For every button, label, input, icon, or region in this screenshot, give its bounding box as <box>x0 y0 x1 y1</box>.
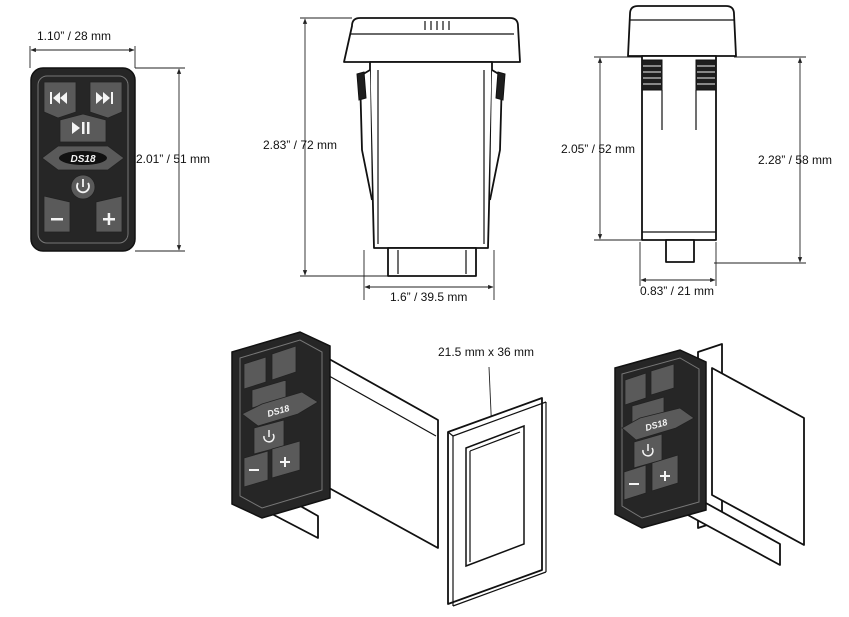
power-icon <box>76 179 90 194</box>
iso-right-minus-icon <box>629 483 639 485</box>
front-width-label: 1.10” / 28 mm <box>37 29 111 43</box>
minus-icon <box>51 218 63 221</box>
skip-forward-icon <box>96 92 113 104</box>
play-pause-icon <box>72 122 90 134</box>
plus-icon <box>103 213 115 225</box>
iso-left-plus-icon <box>280 457 290 467</box>
side-view: 2.83” / 72 mm 1.6” / 39.5 mm <box>263 17 521 304</box>
panel-cutout: 21.5 mm x 36 mm <box>438 345 547 607</box>
isometric-view-left: DS18 <box>231 331 439 549</box>
cutout-size-label: 21.5 mm x 36 mm <box>438 345 534 359</box>
iso-left-minus-icon <box>249 469 259 471</box>
side-height-label: 2.83” / 72 mm <box>263 138 337 152</box>
side-width-label: 1.6” / 39.5 mm <box>390 290 467 304</box>
iso-left-power-icon <box>263 430 275 443</box>
iso-right-power-icon <box>642 444 654 457</box>
skip-back-icon <box>50 92 67 104</box>
isometric-view-right-mounted: DS18 <box>614 343 805 566</box>
front-logo-text: DS18 <box>70 154 95 165</box>
front-view: 1.10” / 28 mm 2.01” / 51 mm <box>29 29 210 252</box>
profile-depth-label: 0.83” / 21 mm <box>640 284 714 298</box>
cutout-opening <box>465 424 525 568</box>
profile-clip-height-label: 2.05” / 52 mm <box>561 142 635 156</box>
ds18-logo: DS18 <box>59 151 107 165</box>
profile-total-height-label: 2.28” / 58 mm <box>758 153 832 167</box>
front-height-label: 2.01” / 51 mm <box>136 152 210 166</box>
profile-view: 2.05” / 52 mm 2.28” / 58 mm 0.83” / 21 m… <box>561 5 832 298</box>
iso-right-plus-icon <box>660 471 670 481</box>
